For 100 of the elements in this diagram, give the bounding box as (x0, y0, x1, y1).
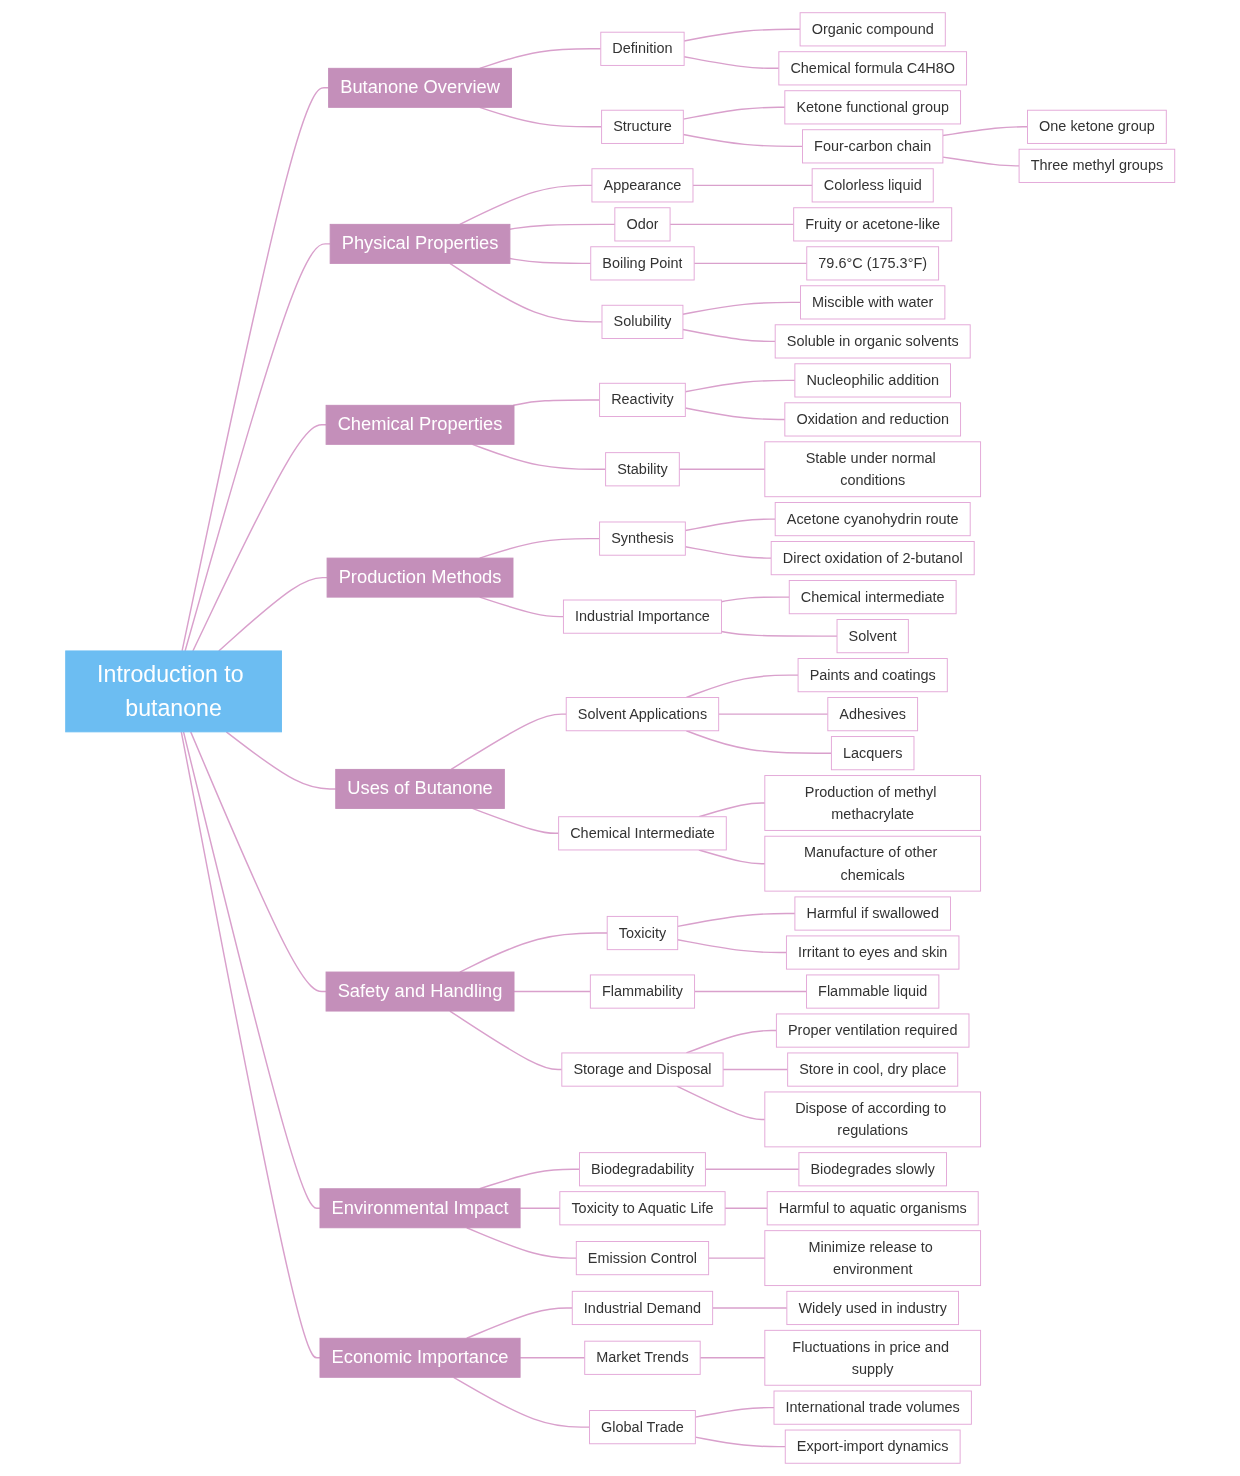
node-box: Solubility (601, 304, 684, 339)
connector (684, 407, 786, 421)
node-box: Solvent (836, 619, 909, 654)
node-box: Irritant to eyes and skin (785, 935, 960, 970)
connector (458, 184, 593, 226)
node-box: Four-carbon chain (801, 129, 944, 164)
node-box: Adhesives (827, 697, 918, 732)
connector (184, 243, 331, 652)
connector (448, 262, 603, 323)
node-box: Acetone cyanohydrin route (774, 502, 971, 537)
connector (519, 1357, 586, 1359)
connector (683, 56, 780, 70)
node-box: Safety and Handling (325, 971, 515, 1012)
node-box: Definition (600, 31, 685, 66)
node-box: Chemical Intermediate (557, 816, 727, 851)
node-box: Nucleophilic addition (794, 363, 951, 398)
node-box: One ketone group (1026, 109, 1167, 144)
connector (182, 731, 321, 1209)
node-box: Environmental Impact (319, 1188, 521, 1229)
node-box: Direct oxidation of 2-butanol (770, 541, 975, 576)
connector (699, 1357, 766, 1359)
connector (452, 1376, 591, 1428)
node-box: Market Trends (584, 1340, 701, 1375)
node-box: Flammable liquid (805, 974, 940, 1009)
connector (189, 731, 327, 993)
node-box: Organic compound (799, 12, 946, 47)
node-box: Lacquers (830, 736, 915, 771)
connector (508, 257, 592, 265)
connector (720, 596, 790, 603)
connector (450, 713, 567, 771)
connector (682, 301, 801, 315)
node-box: Toxicity (606, 915, 678, 951)
node-box: Fruity or acetone-like (793, 207, 952, 242)
node-box: Solvent Applications (565, 697, 719, 732)
node-box: Flammability (589, 974, 695, 1009)
connector (682, 133, 803, 148)
node-box: Miscible with water (799, 285, 946, 320)
connector (180, 731, 321, 1359)
connector (694, 1406, 775, 1418)
node-box: Paints and coatings (797, 658, 948, 693)
connector (683, 28, 801, 42)
connector (191, 424, 327, 652)
connector (693, 262, 808, 265)
connector (678, 468, 766, 470)
node-box: Harmful if swallowed (794, 896, 951, 931)
node-box: Colorless liquid (811, 168, 934, 203)
node-box: Toxicity to Aquatic Life (559, 1191, 726, 1226)
node-box: Chemical Properties (325, 404, 515, 445)
node-box: Production of methyl methacrylate (764, 775, 981, 831)
connector (941, 126, 1028, 137)
connector (693, 990, 808, 993)
connector (676, 939, 787, 954)
node-box: Introduction to butanone (65, 650, 282, 733)
connector (682, 106, 786, 120)
node-box: Stability (604, 452, 680, 487)
node-box: Harmful to aquatic organisms (766, 1191, 979, 1226)
connector (684, 518, 776, 532)
node-box: Manufacture of other chemicals (764, 835, 981, 892)
node-box: Biodegrades slowly (798, 1152, 947, 1187)
node-box: Synthesis (598, 521, 686, 556)
connector (465, 1307, 573, 1340)
connector (717, 713, 829, 715)
connector (941, 156, 1020, 167)
connector (519, 1207, 561, 1209)
node-box: Widely used in industry (786, 1290, 959, 1326)
node-box: Proper ventilation required (775, 1013, 970, 1048)
connector (694, 1436, 786, 1448)
connector (181, 87, 330, 652)
connector (682, 328, 776, 343)
connector (711, 1307, 788, 1309)
connector (512, 399, 601, 407)
connector (508, 223, 616, 230)
node-box: Reactivity (598, 382, 686, 418)
connector (676, 912, 796, 928)
connector (669, 223, 795, 226)
node-box: Emission Control (575, 1241, 709, 1276)
connector (692, 184, 813, 187)
node-box: Boiling Point (590, 246, 695, 281)
node-box: Oxidation and reduction (784, 402, 961, 437)
node-box: Dispose of according to regulations (764, 1091, 981, 1148)
node-box: Minimize release to environment (764, 1230, 981, 1287)
node-box: Ketone functional group (784, 90, 961, 125)
connector (707, 1257, 766, 1259)
connector (720, 630, 838, 637)
node-box: Biodegradability (578, 1152, 706, 1187)
node-box: Economic Importance (319, 1337, 521, 1378)
node-box: Storage and Disposal (561, 1052, 724, 1087)
connector (684, 546, 772, 559)
node-box: Production Methods (326, 557, 514, 598)
node-box: Structure (600, 109, 684, 144)
node-box: Chemical formula C4H8O (778, 51, 967, 86)
connector (448, 1010, 563, 1071)
connector (513, 990, 591, 993)
node-box: Fluctuations in price and supply (764, 1329, 981, 1386)
node-box: Export-import dynamics (784, 1429, 961, 1464)
connector (685, 674, 799, 699)
connector (722, 1068, 789, 1071)
node-box: Appearance (591, 168, 694, 203)
connector (465, 1227, 577, 1259)
connector (724, 1207, 768, 1209)
